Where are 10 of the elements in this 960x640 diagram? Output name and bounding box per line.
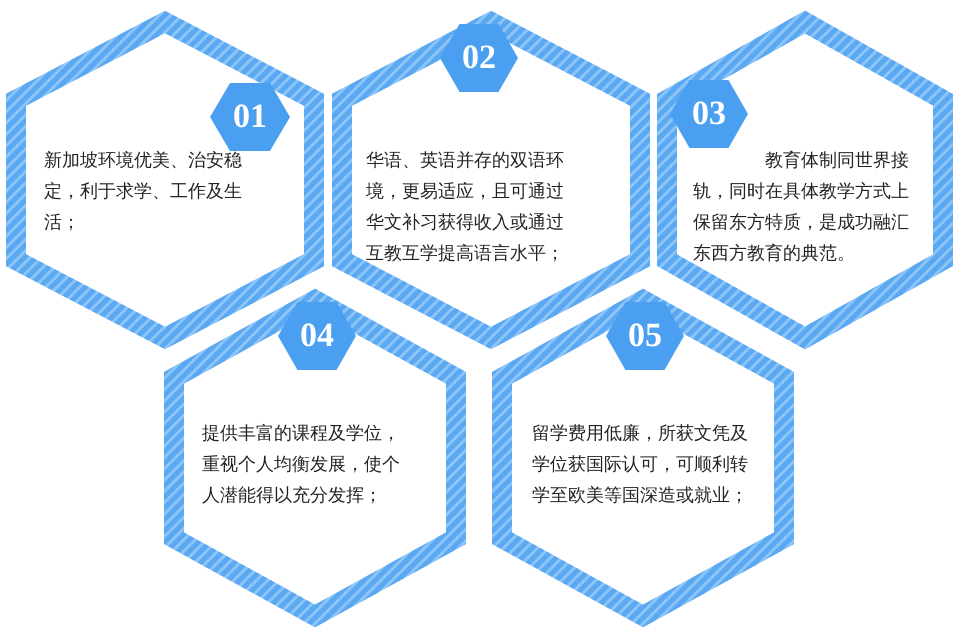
step-number: 04: [300, 319, 334, 353]
step-number: 03: [692, 97, 726, 131]
step-number: 05: [628, 319, 662, 353]
description-text: 新加坡环境优美、治安稳定，利于求学、工作及生活；: [44, 149, 243, 234]
description-text: 教育体制同世界接轨，同时在具体教学方式上保留东方特质，是成功融汇东西方教育的典范。: [693, 149, 910, 265]
description-text: 留学费用低廉，所获文凭及学位获国际认可，可顺利转学至欧美等国深造或就业；: [532, 422, 749, 507]
step-number: 01: [233, 100, 267, 134]
step-number: 02: [462, 41, 496, 75]
description-text: 提供丰富的课程及学位，重视个人均衡发展，使个人潜能得以充分发挥；: [202, 422, 401, 507]
description-text: 华语、英语并存的双语环境，更易适应，且可通过华文补习获得收入或通过互教互学提高语言水平；: [366, 149, 565, 265]
